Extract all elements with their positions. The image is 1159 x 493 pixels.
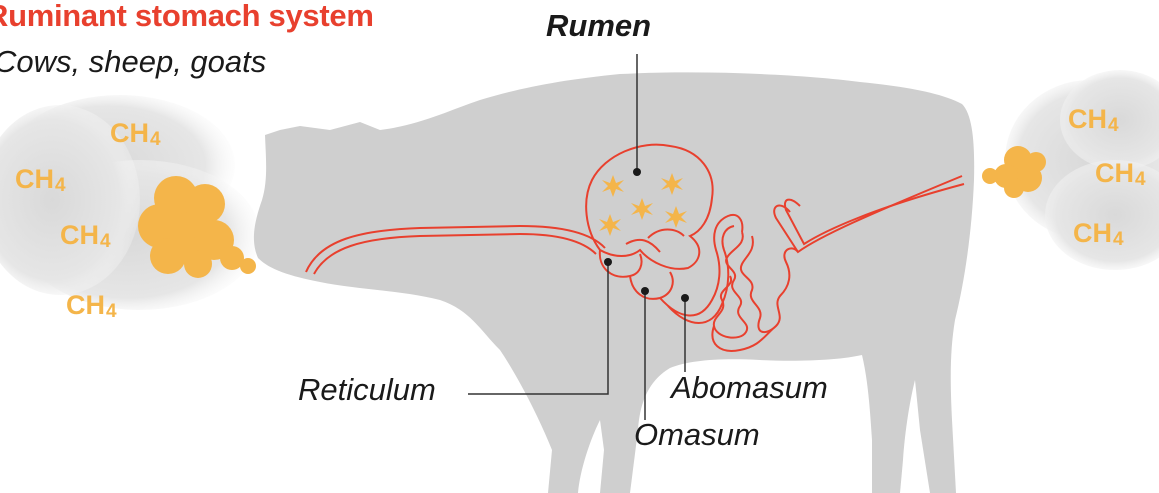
omasum-label: Omasum [634,417,760,453]
methane-label: CH4 [15,164,66,197]
diagram-subtitle: Cows, sheep, goats [0,44,266,80]
diagram-title: Ruminant stomach system [0,0,374,34]
cow-silhouette [254,72,974,493]
methane-label: CH4 [1095,158,1146,191]
methane-label: CH4 [66,290,117,323]
methane-label: CH4 [60,220,111,253]
rumen-label: Rumen [546,8,651,44]
methane-label: CH4 [110,118,161,151]
abomasum-label: Abomasum [671,370,828,406]
methane-label: CH4 [1073,218,1124,251]
reticulum-label: Reticulum [298,372,436,408]
methane-label: CH4 [1068,104,1119,137]
